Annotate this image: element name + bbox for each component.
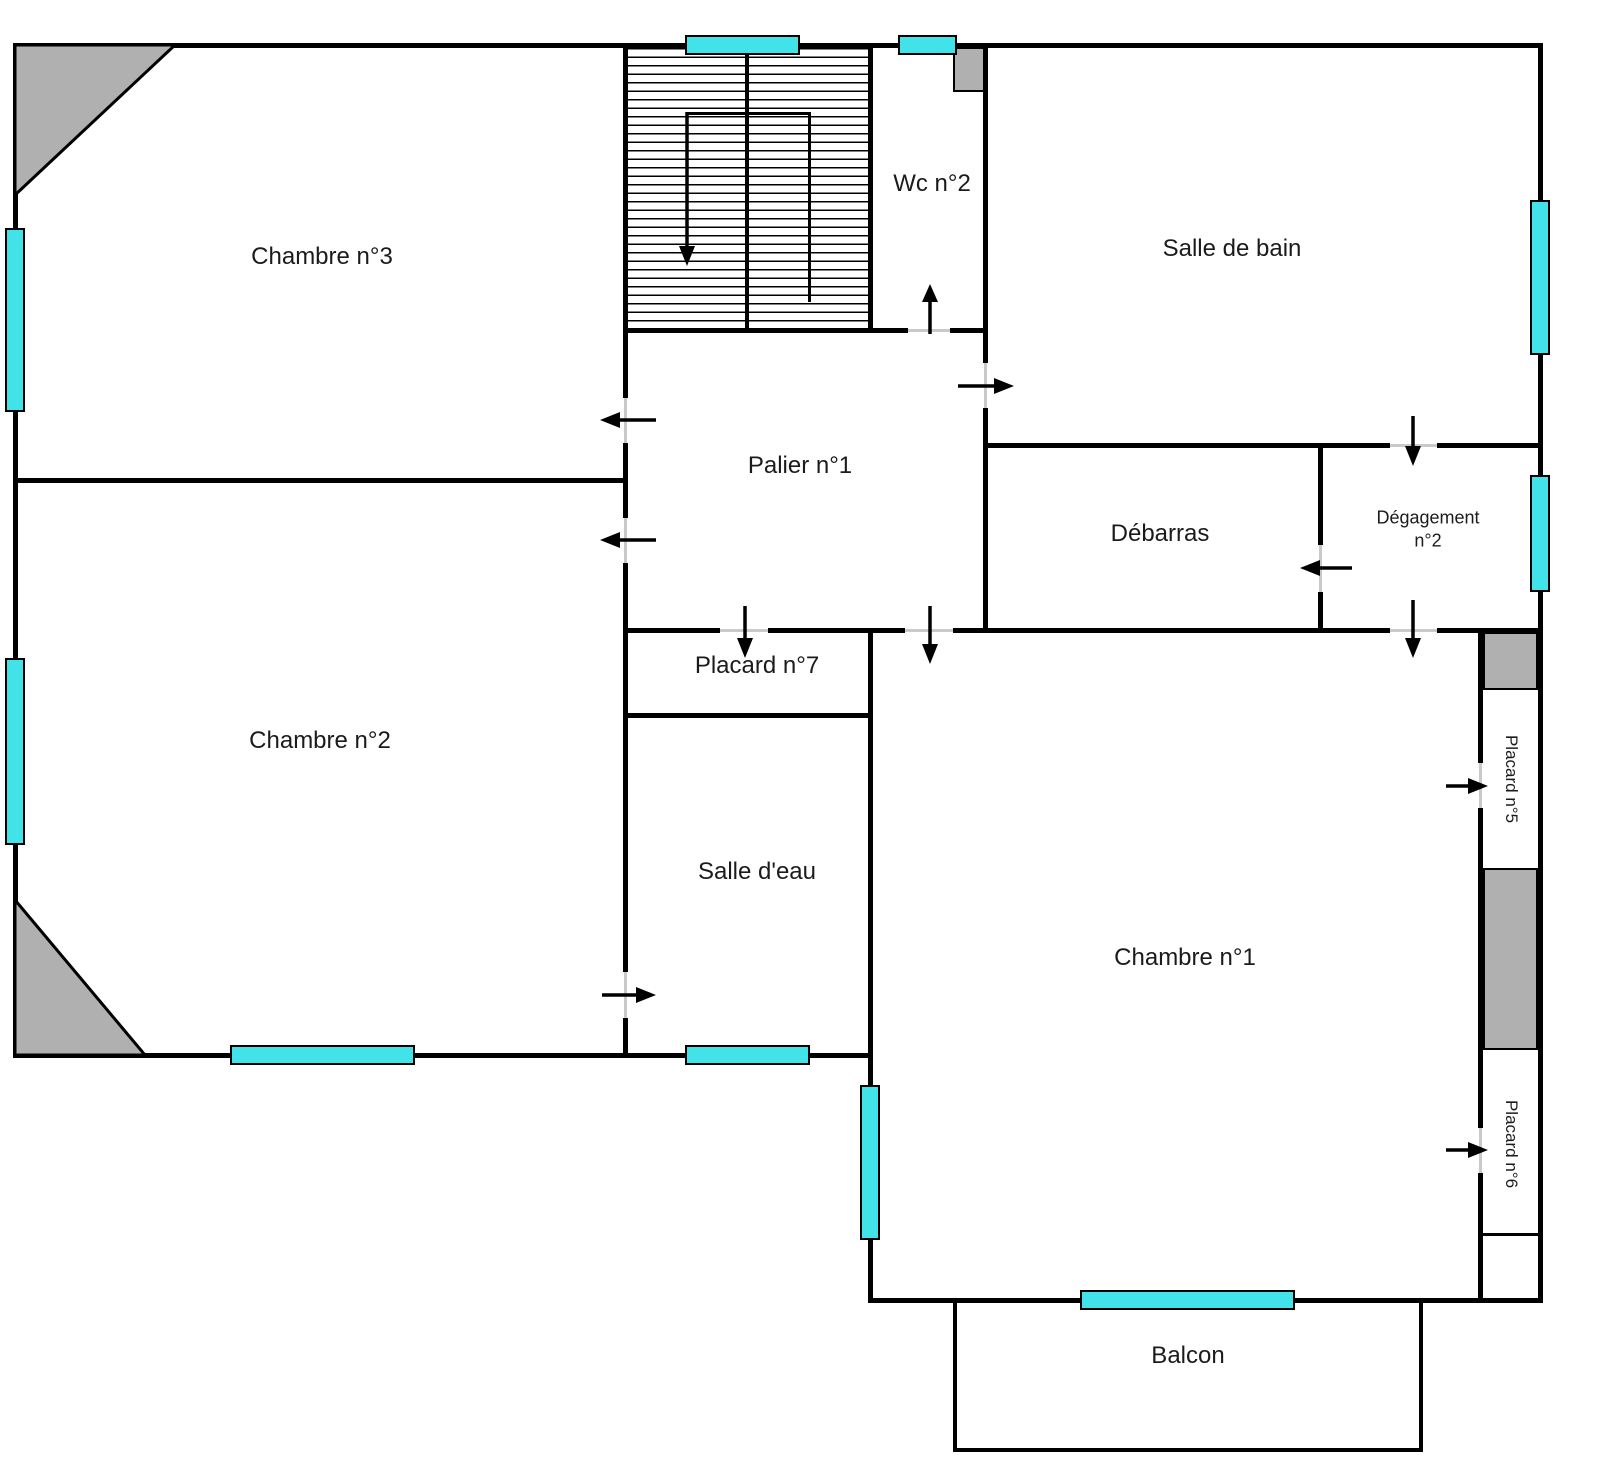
room-label-placard5: Placard n°5 — [1502, 734, 1521, 824]
door-arrow-wc2 — [922, 284, 938, 334]
door-opening — [624, 972, 627, 1018]
door-opening — [906, 329, 952, 332]
placard-divider-line — [1483, 1233, 1538, 1236]
corner-chamfer — [13, 895, 149, 1057]
door-arrow-placard7 — [737, 606, 753, 658]
door-opening — [984, 363, 987, 408]
room-label-placard6: Placard n°6 — [1502, 1099, 1521, 1189]
door-opening — [1479, 763, 1482, 808]
window-marker — [5, 658, 25, 845]
window-marker — [230, 1045, 415, 1065]
room-label-salle-de-bain: Salle de bain — [1162, 235, 1302, 262]
staircase-guide-line — [687, 112, 811, 115]
corner-chamfer — [13, 43, 179, 199]
wall-pillar — [953, 47, 986, 92]
wall-segment — [1318, 592, 1323, 633]
wall-segment — [13, 43, 18, 1058]
wall-segment — [1478, 808, 1483, 1128]
wall-segment — [768, 628, 905, 633]
wall-segment — [950, 328, 988, 333]
window-marker — [5, 228, 25, 412]
room-label-placard7: Placard n°7 — [694, 652, 820, 679]
staircase-guide-line — [808, 112, 811, 302]
room-label-balcon: Balcon — [1151, 1342, 1225, 1369]
wall-segment — [1478, 628, 1483, 763]
wall-segment — [953, 628, 1390, 633]
door-arrow-chambre2 — [600, 532, 656, 548]
wall-segment — [623, 328, 908, 333]
door-opening — [624, 518, 627, 563]
door-opening — [1479, 1128, 1482, 1173]
wall-segment — [1538, 43, 1543, 1303]
window-marker — [860, 1085, 880, 1240]
room-label-wc2: Wc n°2 — [893, 170, 971, 197]
wall-segment — [1478, 1173, 1483, 1303]
wall-segment — [1318, 443, 1323, 545]
placard-divider-block — [1483, 632, 1538, 690]
wall-segment — [983, 408, 988, 632]
door-opening — [1390, 444, 1437, 447]
window-marker — [685, 35, 800, 55]
room-label-salle-deau: Salle d'eau — [697, 858, 817, 885]
room-label-degagement2-line1: Dégagement — [1376, 507, 1480, 528]
placard-divider-block — [1483, 868, 1538, 1050]
window-marker — [1530, 475, 1550, 592]
window-marker — [1080, 1290, 1295, 1310]
door-opening — [1390, 629, 1437, 632]
wall-segment — [1437, 628, 1543, 633]
room-label-chambre1: Chambre n°1 — [1114, 944, 1256, 971]
staircase-center-line — [745, 48, 749, 329]
wall-segment — [1437, 443, 1543, 448]
door-arrow-salle-deau — [602, 987, 656, 1003]
wall-segment — [13, 478, 628, 483]
balcony-wall — [953, 1302, 957, 1452]
room-label-degagement2-line2: n°2 — [1414, 530, 1442, 550]
wall-segment — [868, 628, 873, 1303]
wall-segment — [983, 43, 988, 363]
wall-segment — [623, 563, 628, 972]
wall-segment — [623, 628, 720, 633]
room-label-chambre2: Chambre n°2 — [249, 727, 391, 754]
wall-segment — [623, 713, 873, 718]
door-arrow-debarras — [1300, 560, 1352, 576]
door-opening — [1319, 545, 1322, 592]
door-opening — [720, 629, 768, 632]
wall-segment — [983, 443, 1390, 448]
room-label-palier1: Palier n°1 — [747, 452, 853, 479]
wall-segment — [623, 443, 628, 518]
room-label-degagement2: Dégagement n°2 — [1376, 507, 1479, 552]
door-arrow-chambre3 — [600, 412, 656, 428]
wall-segment — [623, 1018, 628, 1058]
room-label-debarras: Débarras — [1110, 520, 1210, 547]
wall-segment — [623, 43, 628, 398]
door-arrow-degagement2 — [1405, 416, 1421, 466]
window-marker — [685, 1045, 810, 1065]
door-opening — [624, 398, 627, 443]
balcony-wall — [953, 1448, 1423, 1452]
window-marker — [1530, 200, 1550, 355]
wall-segment — [13, 1053, 873, 1058]
door-arrow-chambre1-from-palier — [922, 606, 938, 664]
room-label-chambre3: Chambre n°3 — [251, 243, 393, 270]
window-marker — [898, 35, 957, 55]
door-opening — [905, 629, 953, 632]
wall-segment — [868, 43, 873, 333]
balcony-wall — [1419, 1302, 1423, 1452]
